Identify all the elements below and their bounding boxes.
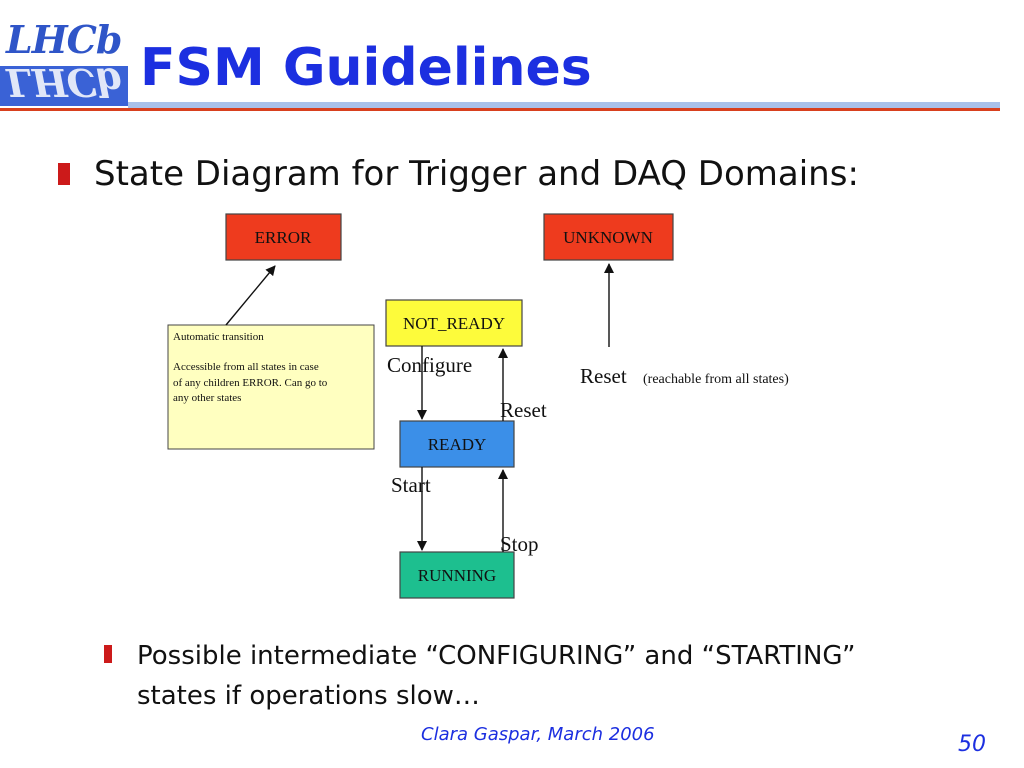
- sub-bullet-text: Possible intermediate “CONFIGURING” and …: [137, 641, 856, 711]
- logo-background: [0, 14, 128, 66]
- note-box: [167, 324, 375, 450]
- sub-bullet-marker: [104, 645, 112, 663]
- label-reset-global-note: (reachable from all states): [643, 372, 789, 387]
- title-rule-blue: [128, 102, 1000, 108]
- logo-text: LHCb: [6, 17, 122, 62]
- state-running-label: RUNNING: [418, 566, 496, 585]
- label-reset-global: Reset: [580, 364, 627, 388]
- note-line-3: of any children ERROR. Can go to: [173, 377, 328, 389]
- state-error: ERROR: [225, 213, 342, 261]
- state-running: RUNNING: [399, 551, 515, 599]
- state-unknown: UNKNOWN: [543, 213, 674, 261]
- slide-title: FSM Guidelines: [140, 38, 592, 98]
- footer-author: Clara Gaspar, March 2006: [421, 724, 655, 745]
- note-line-4: any other states: [173, 392, 241, 404]
- state-error-box: [225, 213, 342, 261]
- state-error-label: ERROR: [255, 228, 312, 247]
- title-rule-red: [0, 108, 1000, 111]
- state-ready: READY: [399, 420, 515, 468]
- page-number: 50: [958, 732, 986, 757]
- state-ready-label: READY: [428, 435, 487, 454]
- bullet-marker: [58, 163, 70, 185]
- note-line-1: Automatic transition: [173, 331, 264, 343]
- label-stop: Stop: [500, 532, 539, 556]
- label-configure: Configure: [387, 353, 472, 377]
- automatic-transition-note: Automatic transition Accessible from all…: [167, 324, 375, 450]
- label-reset: Reset: [500, 398, 547, 422]
- lhcb-logo: LHCb LHCb: [0, 14, 128, 106]
- state-ready-box: [399, 420, 515, 468]
- state-running-box: [399, 551, 515, 599]
- note-line-2: Accessible from all states in case: [173, 361, 319, 373]
- state-unknown-box: [543, 213, 674, 261]
- label-start: Start: [391, 473, 431, 497]
- state-not-ready: NOT_READY: [385, 299, 523, 347]
- state-not-ready-box: [385, 299, 523, 347]
- state-not-ready-label: NOT_READY: [403, 314, 505, 333]
- state-unknown-label: UNKNOWN: [563, 228, 653, 247]
- section-heading: State Diagram for Trigger and DAQ Domain…: [94, 154, 859, 194]
- arrow-note-to-error: [225, 265, 276, 326]
